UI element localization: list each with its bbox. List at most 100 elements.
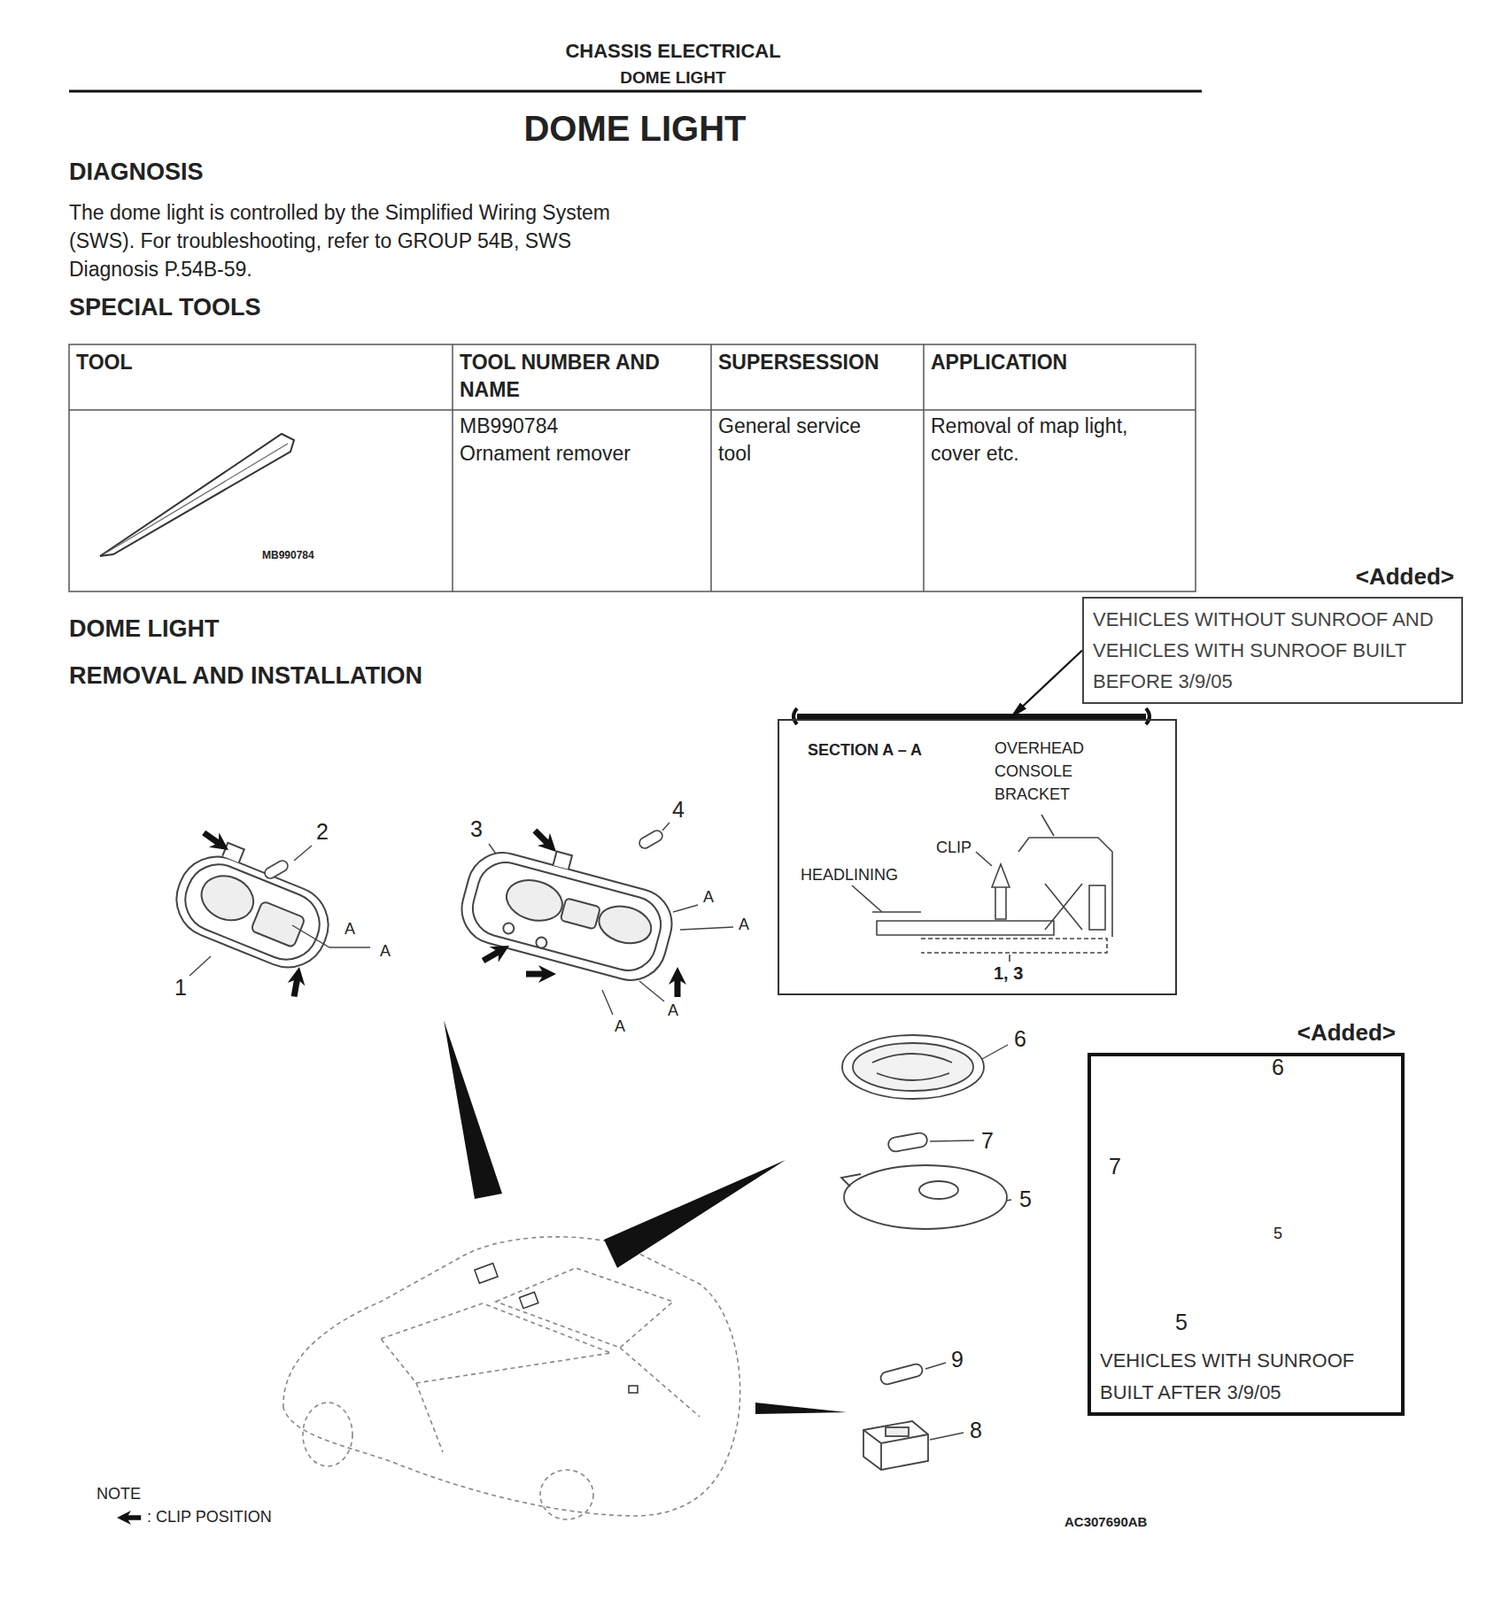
clip-position-arrows-part [198,825,233,858]
callout-number: 6 [1271,1053,1285,1081]
tool-table-grid-part [710,344,713,592]
section-illustration-part [872,912,1054,936]
map-light-1-part [194,868,261,929]
table-header: SUPERSESSION [718,348,880,377]
clip-position-arrows [116,824,687,1525]
luggage-light-parts-part [863,1421,929,1471]
part-label: 1, 3 [993,961,1023,985]
location-pointers-part [755,1402,847,1415]
note-heading: NOTE [96,1485,141,1505]
sunroof-bracket-part [1145,708,1150,725]
dome-light-parts-part [841,1174,861,1187]
location-pointers-part [443,1020,503,1200]
bulb-2-part [263,859,290,881]
callout-number: 5 [1019,1185,1032,1213]
added-tag: <Added> [1087,1019,1405,1046]
leader-lines-part [189,956,211,976]
callout-number: 5 [1175,1308,1188,1336]
sunroof-bracket-part [793,708,798,725]
map-light-3-part [534,936,549,950]
section-mark: A [379,942,391,962]
callout-number: 4 [672,796,685,823]
section-heading: DIAGNOSIS [69,157,204,186]
table-header: APPLICATION [930,348,1068,377]
section-illustration-part [975,851,992,867]
leader-lines-part [662,822,670,831]
section-heading: SPECIAL TOOLS [69,293,262,322]
part-label: HEADLINING [800,863,898,887]
leader-lines-part [602,990,613,1015]
running-subheader: DOME LIGHT [619,68,726,89]
part-label: OVERHEAD CONSOLE BRACKET [994,736,1094,806]
tool-table-grid-part [451,344,454,592]
page-title: DOME LIGHT [523,107,746,150]
vehicle-outline-part [380,1303,612,1384]
figure-code: AC307690AB [1064,1514,1147,1531]
roof-light-marks [474,1263,638,1394]
section-illustration-part [1045,883,1083,930]
vehicle-outline-part [283,1237,741,1517]
clip-position-arrows-part [116,1510,141,1525]
table-header: TOOL [76,348,132,377]
section-illustration-part [1018,837,1113,937]
roof-light-marks-part [474,1263,498,1285]
callout-number: 3 [470,815,483,843]
leader-lines-part [680,927,734,930]
note-frame: VEHICLES WITHOUT SUNROOF AND VEHICLES WI… [1082,596,1464,705]
clip-position-arrows-part [479,937,514,968]
table-cell: MB990784 Ornament remover [459,412,642,468]
note-text: VEHICLES WITH SUNROOF BUILT AFTER 3/9/05 [1099,1345,1393,1409]
callout-number: 8 [969,1416,983,1444]
dome-light-parts-part [842,1035,984,1100]
section-illustration-part [851,885,883,913]
part-label: CLIP [936,836,972,860]
table-cell: Removal of map light, cover etc. [930,412,1179,468]
leader-lines-part [929,1432,964,1440]
luggage-light-parts [863,1362,929,1471]
tool-table-grid-part [69,344,1196,592]
note-box: <Added> VEHICLES WITHOUT SUNROOF AND VEHI… [1082,563,1464,705]
body-text: The dome light is controlled by the Simp… [69,198,654,284]
clip-position-arrows-part [528,824,563,859]
section-illustration-part [1089,885,1106,930]
map-light-3-part [454,844,681,989]
leader-lines-part [294,845,312,861]
location-pointers-part [603,1160,786,1269]
map-light-3-part [595,900,656,949]
note-text: : CLIP POSITION [147,1508,272,1528]
map-light-1 [164,832,346,980]
roof-light-marks-part [628,1385,638,1394]
clip-position-arrows-part [285,965,309,999]
added-tag: <Added> [1082,563,1464,590]
note-frame: VEHICLES WITH SUNROOF BUILT AFTER 3/9/05 [1087,1052,1405,1417]
note-text: VEHICLES WITHOUT SUNROOF AND VEHICLES WI… [1092,603,1453,697]
section-title: SECTION A – A [807,738,922,762]
header-rule-part [69,90,1202,93]
dome-light-parts [841,1035,1007,1230]
leader-lines-part [639,981,665,1002]
section-view-box: SECTION A – A OVERHEAD CONSOLE BRACKET CLI… [777,719,1177,996]
map-light-1-part [175,855,329,970]
note-box: <Added> VEHICLES WITH SUNROOF BUILT AFTER… [1087,1019,1405,1417]
dome-light-parts-part [887,1131,929,1153]
roof-light-marks-part [518,1292,538,1309]
leader-lines-part [925,1362,946,1370]
dome-light-parts-part [919,1181,959,1200]
luggage-light-parts-part [885,1427,909,1437]
dome-light-parts-part [843,1165,1007,1230]
callout-number: 7 [981,1127,994,1154]
tool-table-grid [69,344,1196,592]
dome-light-parts-part [872,1053,953,1081]
map-light-3-part [560,897,601,929]
callout-number: 1 [174,974,187,1001]
bulb-4 [637,828,665,851]
map-light-1-part [164,844,341,979]
leader-lines-part [982,1045,1008,1060]
table-cell: General service tool [718,412,896,468]
bulb-4-part [637,828,665,851]
section-mark: A [738,915,750,936]
leader-lines-part [292,925,371,948]
ornament-remover-tool-part [103,443,288,555]
map-light-1-part [250,900,306,948]
section-illustration-part [921,938,1107,953]
